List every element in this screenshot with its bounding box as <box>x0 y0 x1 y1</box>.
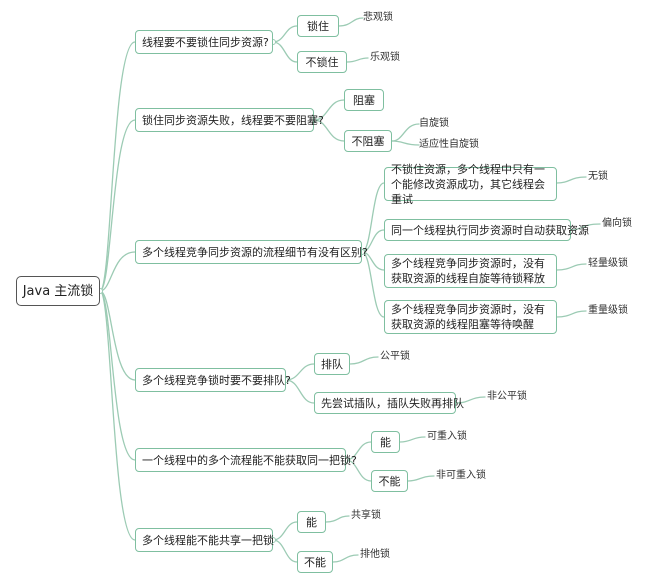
leaf-spin-lock[interactable]: 自旋锁 <box>419 118 449 129</box>
option-lock-free[interactable]: 不锁住资源，多个线程中只有一个能修改资源成功，其它线程会重试 <box>384 163 557 206</box>
option-queue[interactable]: 排队 <box>314 353 350 375</box>
leaf-unfair-lock[interactable]: 非公平锁 <box>487 391 527 402</box>
leaf-non-reentrant-lock[interactable]: 非可重入锁 <box>436 470 486 481</box>
leaf-lightweight-lock[interactable]: 轻量级锁 <box>588 258 628 269</box>
root-node[interactable]: Java 主流锁 <box>16 276 100 306</box>
option-block[interactable]: 阻塞 <box>344 89 384 111</box>
leaf-exclusive-lock[interactable]: 排他锁 <box>360 549 390 560</box>
question-shared[interactable]: 多个线程能不能共享一把锁 <box>135 528 274 552</box>
leaf-lock-free[interactable]: 无锁 <box>588 171 608 182</box>
option-shared-yes[interactable]: 能 <box>297 511 326 533</box>
leaf-shared-lock[interactable]: 共享锁 <box>351 510 381 521</box>
option-biased[interactable]: 同一个线程执行同步资源时自动获取资源 <box>384 219 589 241</box>
option-reentrant-yes[interactable]: 能 <box>371 431 400 453</box>
option-lock[interactable]: 锁住 <box>297 15 339 37</box>
leaf-fair-lock[interactable]: 公平锁 <box>380 351 410 362</box>
question-lock-resource[interactable]: 线程要不要锁住同步资源? <box>135 30 273 54</box>
option-reentrant-no[interactable]: 不能 <box>371 470 408 492</box>
option-lightweight[interactable]: 多个线程竞争同步资源时，没有获取资源的线程自旋等待锁释放 <box>384 254 557 288</box>
leaf-pessimistic-lock[interactable]: 悲观锁 <box>363 12 393 23</box>
leaf-heavyweight-lock[interactable]: 重量级锁 <box>588 305 628 316</box>
option-no-lock[interactable]: 不锁住 <box>297 51 347 73</box>
option-no-block[interactable]: 不阻塞 <box>344 130 392 152</box>
question-queue[interactable]: 多个线程竞争锁时要不要排队? <box>135 368 291 392</box>
option-heavyweight[interactable]: 多个线程竞争同步资源时，没有获取资源的线程阻塞等待唤醒 <box>384 300 557 334</box>
option-shared-no[interactable]: 不能 <box>297 551 333 573</box>
leaf-optimistic-lock[interactable]: 乐观锁 <box>370 52 400 63</box>
leaf-adaptive-spin-lock[interactable]: 适应性自旋锁 <box>419 139 479 150</box>
leaf-reentrant-lock[interactable]: 可重入锁 <box>427 431 467 442</box>
option-try-cut-in[interactable]: 先尝试插队，插队失败再排队 <box>314 392 464 414</box>
question-block-on-fail[interactable]: 锁住同步资源失败，线程要不要阻塞? <box>135 108 324 132</box>
question-reentrant[interactable]: 一个线程中的多个流程能不能获取同一把锁? <box>135 448 357 472</box>
question-contention-flow[interactable]: 多个线程竞争同步资源的流程细节有没有区别? <box>135 240 368 264</box>
leaf-biased-lock[interactable]: 偏向锁 <box>602 218 632 229</box>
